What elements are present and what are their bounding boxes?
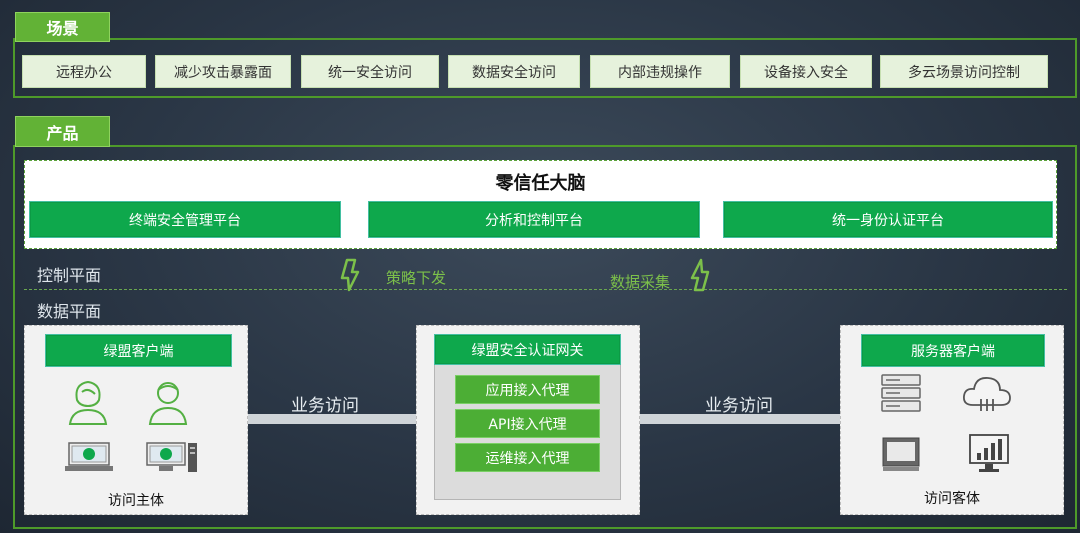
scenario-internal-violation: 内部违规操作 (590, 55, 730, 88)
scenario-unified-access: 统一安全访问 (301, 55, 439, 88)
server-rack-icon (879, 373, 923, 413)
identity-auth-platform: 统一身份认证平台 (723, 201, 1053, 238)
scenario-remote-office: 远程办公 (22, 55, 146, 88)
link-right-label: 业务访问 (705, 396, 773, 416)
collect-up-arrow-icon (686, 258, 712, 292)
desktop-icon (145, 440, 199, 474)
link-right (640, 414, 840, 424)
scenario-device-access: 设备接入安全 (740, 55, 872, 88)
control-plane-label: 控制平面 (37, 266, 102, 285)
endpoint-management-platform: 终端安全管理平台 (29, 201, 341, 238)
cloud-icon (961, 371, 1013, 415)
gateway-ops-proxy: 运维接入代理 (455, 443, 600, 472)
product-tag: 产品 (15, 116, 110, 147)
scenario-frame (13, 38, 1077, 98)
data-plane-label: 数据平面 (37, 302, 102, 321)
gateway-api-proxy: API接入代理 (455, 409, 600, 438)
user-male-icon (146, 378, 190, 426)
server-caption: 访问客体 (924, 491, 980, 507)
link-left-label: 业务访问 (291, 396, 359, 416)
product-frame (13, 145, 1077, 529)
link-left (248, 414, 416, 424)
collect-label: 数据采集 (610, 273, 671, 291)
policy-down-arrow-icon (338, 258, 364, 292)
brain-title: 零信任大脑 (495, 173, 586, 194)
policy-label: 策略下发 (386, 269, 447, 287)
scenario-reduce-exposure: 减少攻击暴露面 (155, 55, 291, 88)
scenario-multicloud: 多云场景访问控制 (880, 55, 1048, 88)
scenario-data-access: 数据安全访问 (448, 55, 580, 88)
client-title: 绿盟客户端 (45, 334, 232, 367)
server-title: 服务器客户端 (861, 334, 1045, 367)
chart-monitor-icon (967, 433, 1011, 473)
client-caption: 访问主体 (108, 493, 164, 509)
gateway-app-proxy: 应用接入代理 (455, 375, 600, 404)
laptop-icon (64, 441, 114, 473)
plane-divider (24, 289, 1067, 290)
gateway-title: 绿盟安全认证网关 (434, 334, 621, 365)
monitor-icon (880, 436, 922, 472)
user-female-icon (66, 378, 110, 426)
analysis-control-platform: 分析和控制平台 (368, 201, 700, 238)
scenario-tag: 场景 (15, 12, 110, 42)
